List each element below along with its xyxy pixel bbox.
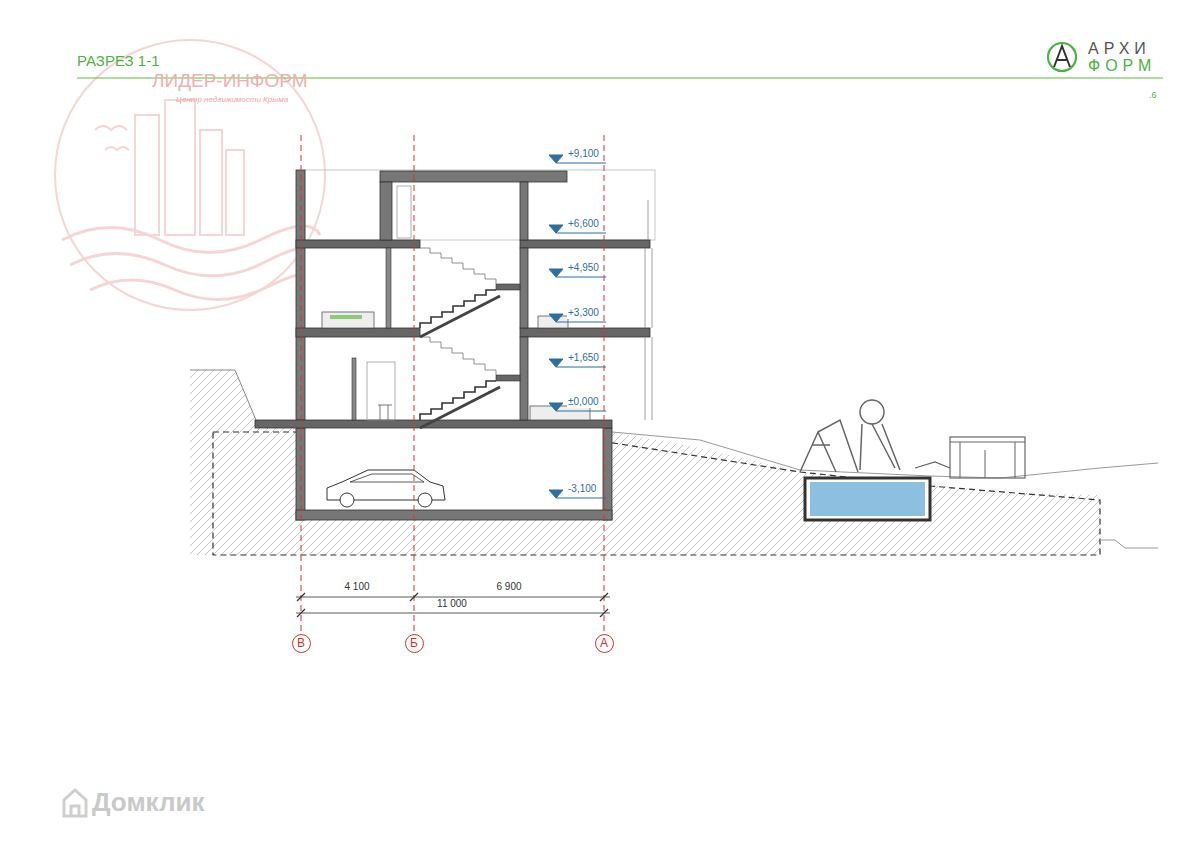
pergola: [950, 437, 1025, 478]
watermark-text: Центр недвижимости Крыма: [176, 95, 288, 105]
stair-flight: [420, 290, 496, 328]
axis-letter: А: [600, 637, 608, 649]
stair-wall: [520, 337, 528, 420]
pergola: [950, 442, 1025, 478]
window-glazing: [300, 200, 652, 420]
watermark-bird: [95, 126, 127, 130]
chair: [378, 405, 392, 420]
bed: [322, 312, 374, 328]
logo-word: ФОРМ: [1088, 56, 1156, 75]
stair-tower-wall: [520, 182, 528, 240]
seesaw: [915, 462, 950, 468]
watermark-building: [200, 130, 222, 235]
roof-door: [397, 186, 411, 238]
sheet-title: РАЗРЕЗ 1-1: [77, 52, 160, 70]
door: [367, 362, 395, 420]
axis-bubble: А: [595, 634, 614, 653]
sofa: [530, 406, 590, 420]
sheet-number: .6: [1149, 90, 1157, 101]
partition: [352, 358, 356, 420]
level-mark: +6,600: [567, 218, 600, 230]
floor-slab: [296, 240, 420, 248]
stair-flight: [420, 248, 496, 284]
level-mark: -3,100: [567, 483, 597, 495]
dimension-tick: [297, 593, 608, 617]
level-mark: +3,300: [567, 307, 600, 319]
watermark-building: [226, 150, 244, 235]
watermark-wave: [70, 248, 315, 276]
stair-flight: [420, 381, 496, 420]
bed-blanket: [330, 315, 362, 319]
floor-slab: [520, 328, 650, 337]
watermark-text: Домклик: [92, 787, 204, 818]
level-mark: +4,950: [567, 262, 600, 274]
level-markers: [549, 155, 606, 498]
watermark-bird: [105, 147, 129, 150]
grid-axis-line: [301, 135, 604, 632]
watermark-wave: [62, 226, 320, 252]
level-mark: +9,100: [567, 148, 600, 160]
floor-slab: [296, 328, 420, 337]
axis-letter: В: [297, 637, 305, 649]
partition: [386, 248, 391, 328]
car-window: [350, 474, 424, 482]
axis-bubble: Б: [405, 634, 424, 653]
stair-flight: [420, 337, 496, 375]
pool-water: [810, 482, 925, 516]
logo-word: АРХИ: [1088, 39, 1151, 58]
level-mark: +1,650: [567, 352, 600, 364]
stair-landing: [496, 284, 520, 290]
watermark-building: [165, 100, 195, 235]
watermark-wave: [90, 275, 302, 299]
stair-tower-wall: [380, 182, 392, 240]
axis-bubble: В: [292, 634, 311, 653]
floor-slab: [520, 240, 650, 248]
swing-frame: [800, 420, 858, 472]
dimension: 6 900: [495, 581, 522, 593]
pool-wall: [805, 478, 930, 520]
terrain-line: [1100, 540, 1158, 548]
dimension-line: [296, 597, 610, 613]
stair-flight: [420, 387, 500, 428]
watermark-text: ЛИДЕР-ИНФОРМ: [152, 70, 308, 93]
roof-slab: [380, 171, 567, 182]
level-mark: ±0,000: [567, 396, 600, 408]
stair-landing: [496, 375, 520, 381]
slide: [860, 424, 900, 470]
dimension: 11 000: [436, 598, 468, 610]
ground-line: [190, 370, 256, 420]
basement-slab: [296, 510, 612, 520]
watermark-house-icon: [64, 790, 86, 816]
logo-letter-mark: [1054, 46, 1070, 67]
slide-tower: [860, 400, 884, 424]
dimension: 4 100: [343, 581, 370, 593]
watermark-logo: [55, 40, 325, 310]
roof-terrace-outline: [305, 170, 655, 240]
logo-circle: [1048, 43, 1076, 71]
watermark-circle: [55, 40, 325, 310]
stair-wall: [520, 248, 528, 328]
axis-letter: Б: [410, 637, 418, 649]
car-wheel: [340, 493, 354, 507]
car-wheel: [418, 493, 432, 507]
stair-flight: [420, 296, 500, 337]
watermark-building: [135, 115, 159, 235]
